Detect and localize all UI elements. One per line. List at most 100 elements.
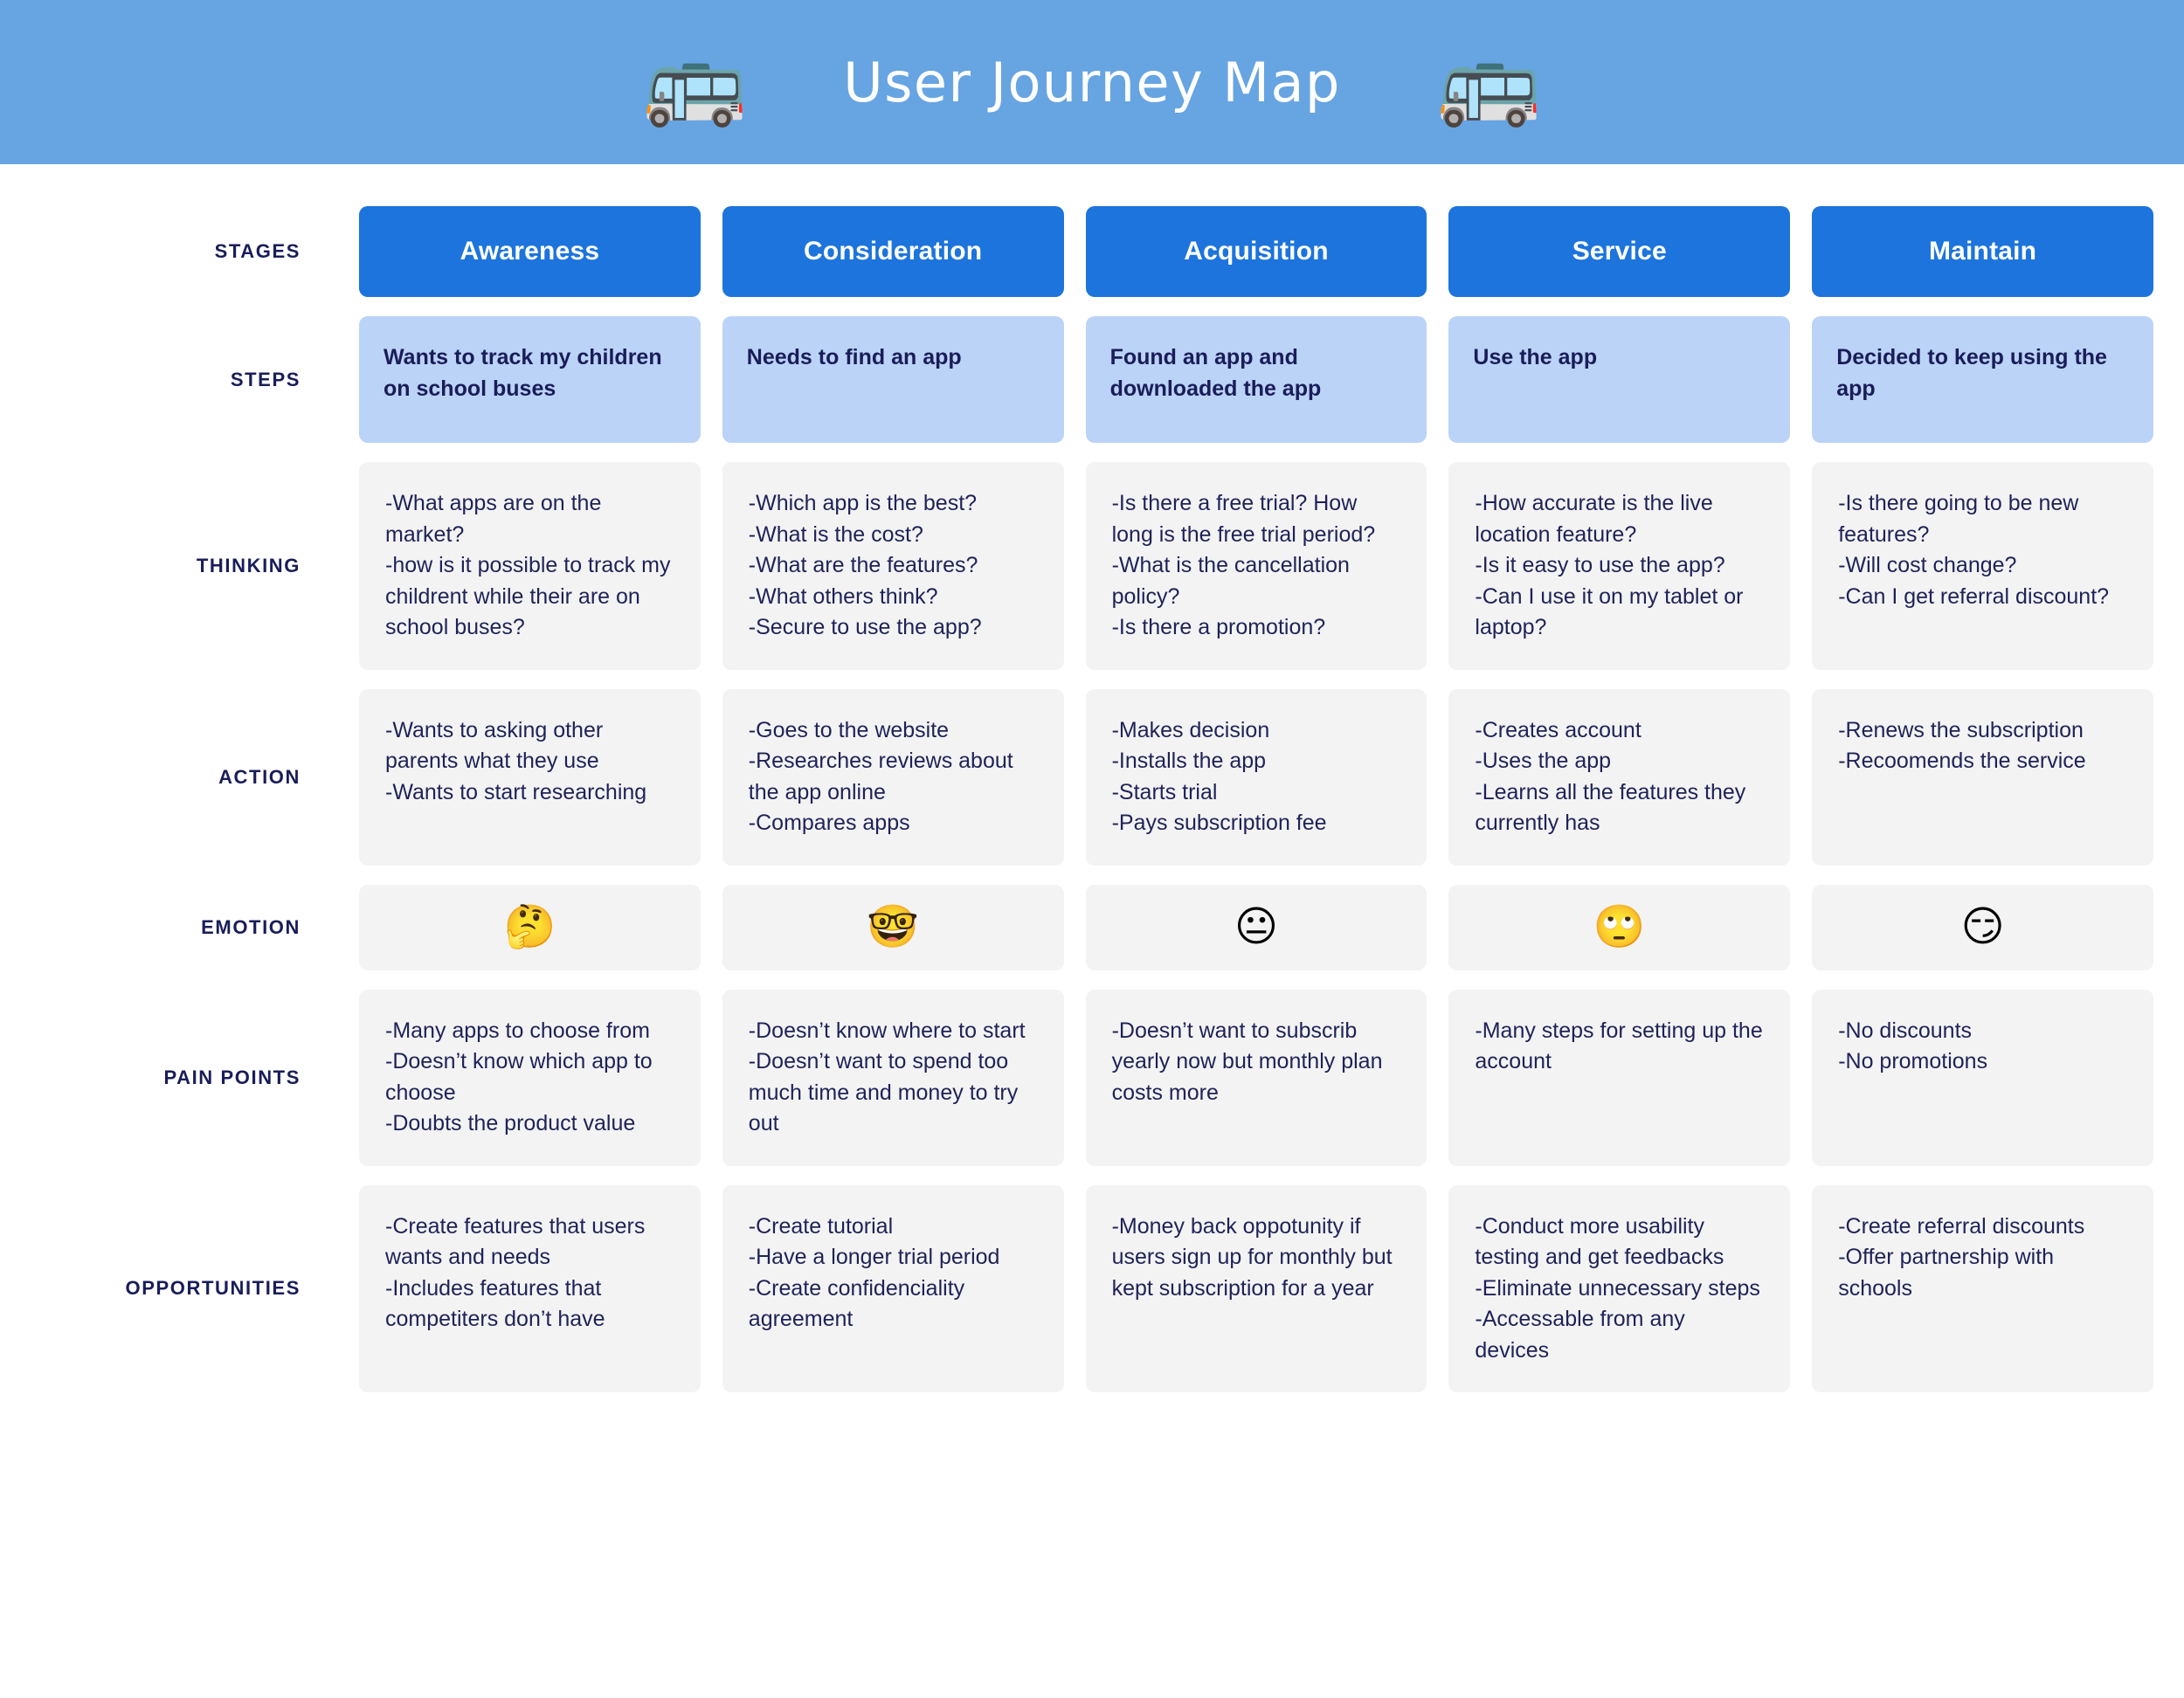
opportunities-card-service[interactable]: -Conduct more usability testing and get … <box>1448 1184 1791 1392</box>
step-card-awareness[interactable]: Wants to track my children on school bus… <box>359 316 701 443</box>
card-line: -Will cost change? <box>1838 553 2017 577</box>
pain-points-card-awareness[interactable]: -Many apps to choose from -Doesn’t know w… <box>359 989 701 1166</box>
stage-card-acquisition[interactable]: Acquisition <box>1085 206 1427 297</box>
card-line: -Installs the app <box>1111 749 1267 773</box>
card-line: -Is there a promotion? <box>1111 615 1326 639</box>
card-line: -Many steps for setting up the account <box>1475 1018 1763 1074</box>
card-line: -What are the features? <box>748 553 978 577</box>
face-with-rolling-eyes-icon: 🙄 <box>1593 903 1646 950</box>
thinking-card-awareness[interactable]: -What apps are on the market? -how is it … <box>359 462 701 670</box>
card-line: -Offer partnership with schools <box>1838 1245 2055 1301</box>
opportunities-card-acquisition[interactable]: -Money back oppotunity if users sign up … <box>1085 1184 1427 1392</box>
step-card-acquisition[interactable]: Found an app and downloaded the app <box>1085 316 1427 443</box>
opportunities-card-awareness[interactable]: -Create features that users wants and ne… <box>359 1184 701 1392</box>
card-line: -Create referral discounts <box>1838 1213 2085 1239</box>
row-label-thinking: THINKING <box>196 554 301 576</box>
pain-points-card-maintain[interactable]: -No discounts -No promotions <box>1812 989 2153 1166</box>
card-line: -Many apps to choose from <box>385 1018 650 1043</box>
row-label-pain-points: PAIN POINTS <box>163 1066 301 1088</box>
emotion-card-awareness[interactable]: 🤔 <box>359 884 701 970</box>
row-label-steps: STEPS <box>230 368 301 390</box>
card-line: -Wants to asking other parents what they… <box>385 717 604 774</box>
thinking-card-maintain[interactable]: -Is there going to be new features? -Will… <box>1812 462 2153 670</box>
card-line: -Is there going to be new features? <box>1838 491 2079 547</box>
action-card-acquisition[interactable]: -Makes decision -Installs the app -Starts … <box>1085 688 1427 866</box>
card-line: -Pays subscription fee <box>1111 811 1327 835</box>
stage-card-consideration[interactable]: Consideration <box>722 206 1064 297</box>
stage-card-maintain[interactable]: Maintain <box>1812 206 2153 297</box>
card-line: -Wants to start researching <box>385 779 647 804</box>
card-line: -Recoomends the service <box>1838 749 2086 773</box>
nerd-face-icon: 🤓 <box>867 903 920 950</box>
card-line: -Eliminate unnecessary steps <box>1475 1275 1760 1301</box>
card-line: -Doesn’t know where to start <box>748 1018 1026 1043</box>
card-line: -Can I get referral discount? <box>1838 583 2110 609</box>
card-line: -Create features that users wants and ne… <box>385 1213 646 1270</box>
smirking-face-icon: 😏 <box>1960 903 2005 950</box>
school-bus-icon-right: 🚌 <box>1436 35 1542 128</box>
card-line: -What apps are on the market? <box>385 491 602 547</box>
action-card-service[interactable]: -Creates account-Uses the app-Learns all… <box>1448 688 1791 866</box>
page-header: 🚌 User Journey Map 🚌 <box>0 0 2184 164</box>
card-line: -How accurate is the live location featu… <box>1475 491 1713 547</box>
card-line: -Uses the app <box>1475 749 1612 773</box>
emotion-card-service[interactable]: 🙄 <box>1448 884 1791 970</box>
thinking-card-acquisition[interactable]: -Is there a free trial? How long is the … <box>1085 462 1427 670</box>
card-line: -Makes decision <box>1111 717 1270 742</box>
action-card-awareness[interactable]: -Wants to asking other parents what they… <box>359 688 701 866</box>
card-line: -Accessable from any devices <box>1475 1307 1685 1363</box>
card-line: -Doesn’t know which app to choose <box>385 1049 653 1105</box>
thinking-card-service[interactable]: -How accurate is the live location featu… <box>1448 462 1791 670</box>
thinking-card-consideration[interactable]: -Which app is the best? -What is the cost… <box>722 462 1064 670</box>
row-label-action: ACTION <box>218 765 301 788</box>
card-line: -Starts trial <box>1111 779 1218 804</box>
pain-points-card-consideration[interactable]: -Doesn’t know where to start -Doesn’t wan… <box>722 989 1064 1166</box>
card-line: -What is the cost? <box>748 521 923 547</box>
school-bus-icon-left: 🚌 <box>642 35 748 128</box>
card-line: -Compares apps <box>748 811 910 835</box>
action-card-consideration[interactable]: -Goes to the website -Researches reviews … <box>722 688 1064 866</box>
step-card-service[interactable]: Use the app <box>1448 316 1791 443</box>
opportunities-card-consideration[interactable]: -Create tutorial -Have a longer trial per… <box>722 1184 1064 1392</box>
emotion-card-acquisition[interactable]: 😐 <box>1085 884 1427 970</box>
card-line: -Renews the subscription <box>1838 717 2084 742</box>
stage-card-service[interactable]: Service <box>1448 206 1791 297</box>
card-line: -Is it easy to use the app? <box>1475 553 1725 577</box>
card-line: -Researches reviews about the app online <box>748 749 1013 804</box>
card-line: -No discounts <box>1838 1018 1973 1043</box>
card-line: -Money back oppotunity if users sign up … <box>1111 1213 1393 1301</box>
pain-points-card-acquisition[interactable]: -Doesn’t want to subscrib yearly now but… <box>1085 989 1427 1166</box>
opportunities-card-maintain[interactable]: -Create referral discounts -Offer partner… <box>1812 1184 2153 1392</box>
card-line: -Creates account <box>1475 717 1641 742</box>
card-line: -Doubts the product value <box>385 1111 636 1135</box>
card-line: -how is it possible to track my children… <box>385 553 671 639</box>
card-line: -Which app is the best? <box>748 491 978 515</box>
row-label-stages: STAGES <box>214 240 301 262</box>
emotion-card-maintain[interactable]: 😏 <box>1812 884 2153 970</box>
card-line: -No promotions <box>1838 1049 1988 1073</box>
step-card-consideration[interactable]: Needs to find an app <box>722 316 1064 443</box>
stage-card-awareness[interactable]: Awareness <box>359 206 701 297</box>
step-card-maintain[interactable]: Decided to keep using the app <box>1812 316 2153 443</box>
card-line: -Secure to use the app? <box>748 615 982 639</box>
card-line: -Create tutorial <box>748 1213 894 1239</box>
journey-map-body: STAGES Awareness Consideration Acquisiti… <box>0 164 2184 1698</box>
card-line: -Is there a free trial? How long is the … <box>1111 491 1376 547</box>
card-line: -What others think? <box>748 583 938 609</box>
card-line: -What is the cancellation policy? <box>1111 553 1350 609</box>
pain-points-card-service[interactable]: -Many steps for setting up the account <box>1448 989 1791 1166</box>
card-line: -Doesn’t want to spend too much time and… <box>748 1049 1019 1135</box>
row-label-opportunities: OPPORTUNITIES <box>125 1277 301 1300</box>
card-line: -Conduct more usability testing and get … <box>1475 1213 1724 1270</box>
neutral-face-icon: 😐 <box>1234 903 1279 950</box>
card-line: -Can I use it on my tablet or laptop? <box>1475 583 1744 640</box>
row-label-emotion: EMOTION <box>201 915 301 938</box>
card-line: -Goes to the website <box>748 717 950 742</box>
action-card-maintain[interactable]: -Renews the subscription -Recoomends the … <box>1812 688 2153 866</box>
card-line: -Includes features that competiters don’… <box>385 1275 605 1332</box>
emotion-card-consideration[interactable]: 🤓 <box>722 884 1064 970</box>
card-line: -Doesn’t want to subscrib yearly now but… <box>1111 1018 1383 1105</box>
card-line: -Create confidenciality agreement <box>748 1275 965 1332</box>
card-line: -Have a longer trial period <box>748 1245 1000 1269</box>
